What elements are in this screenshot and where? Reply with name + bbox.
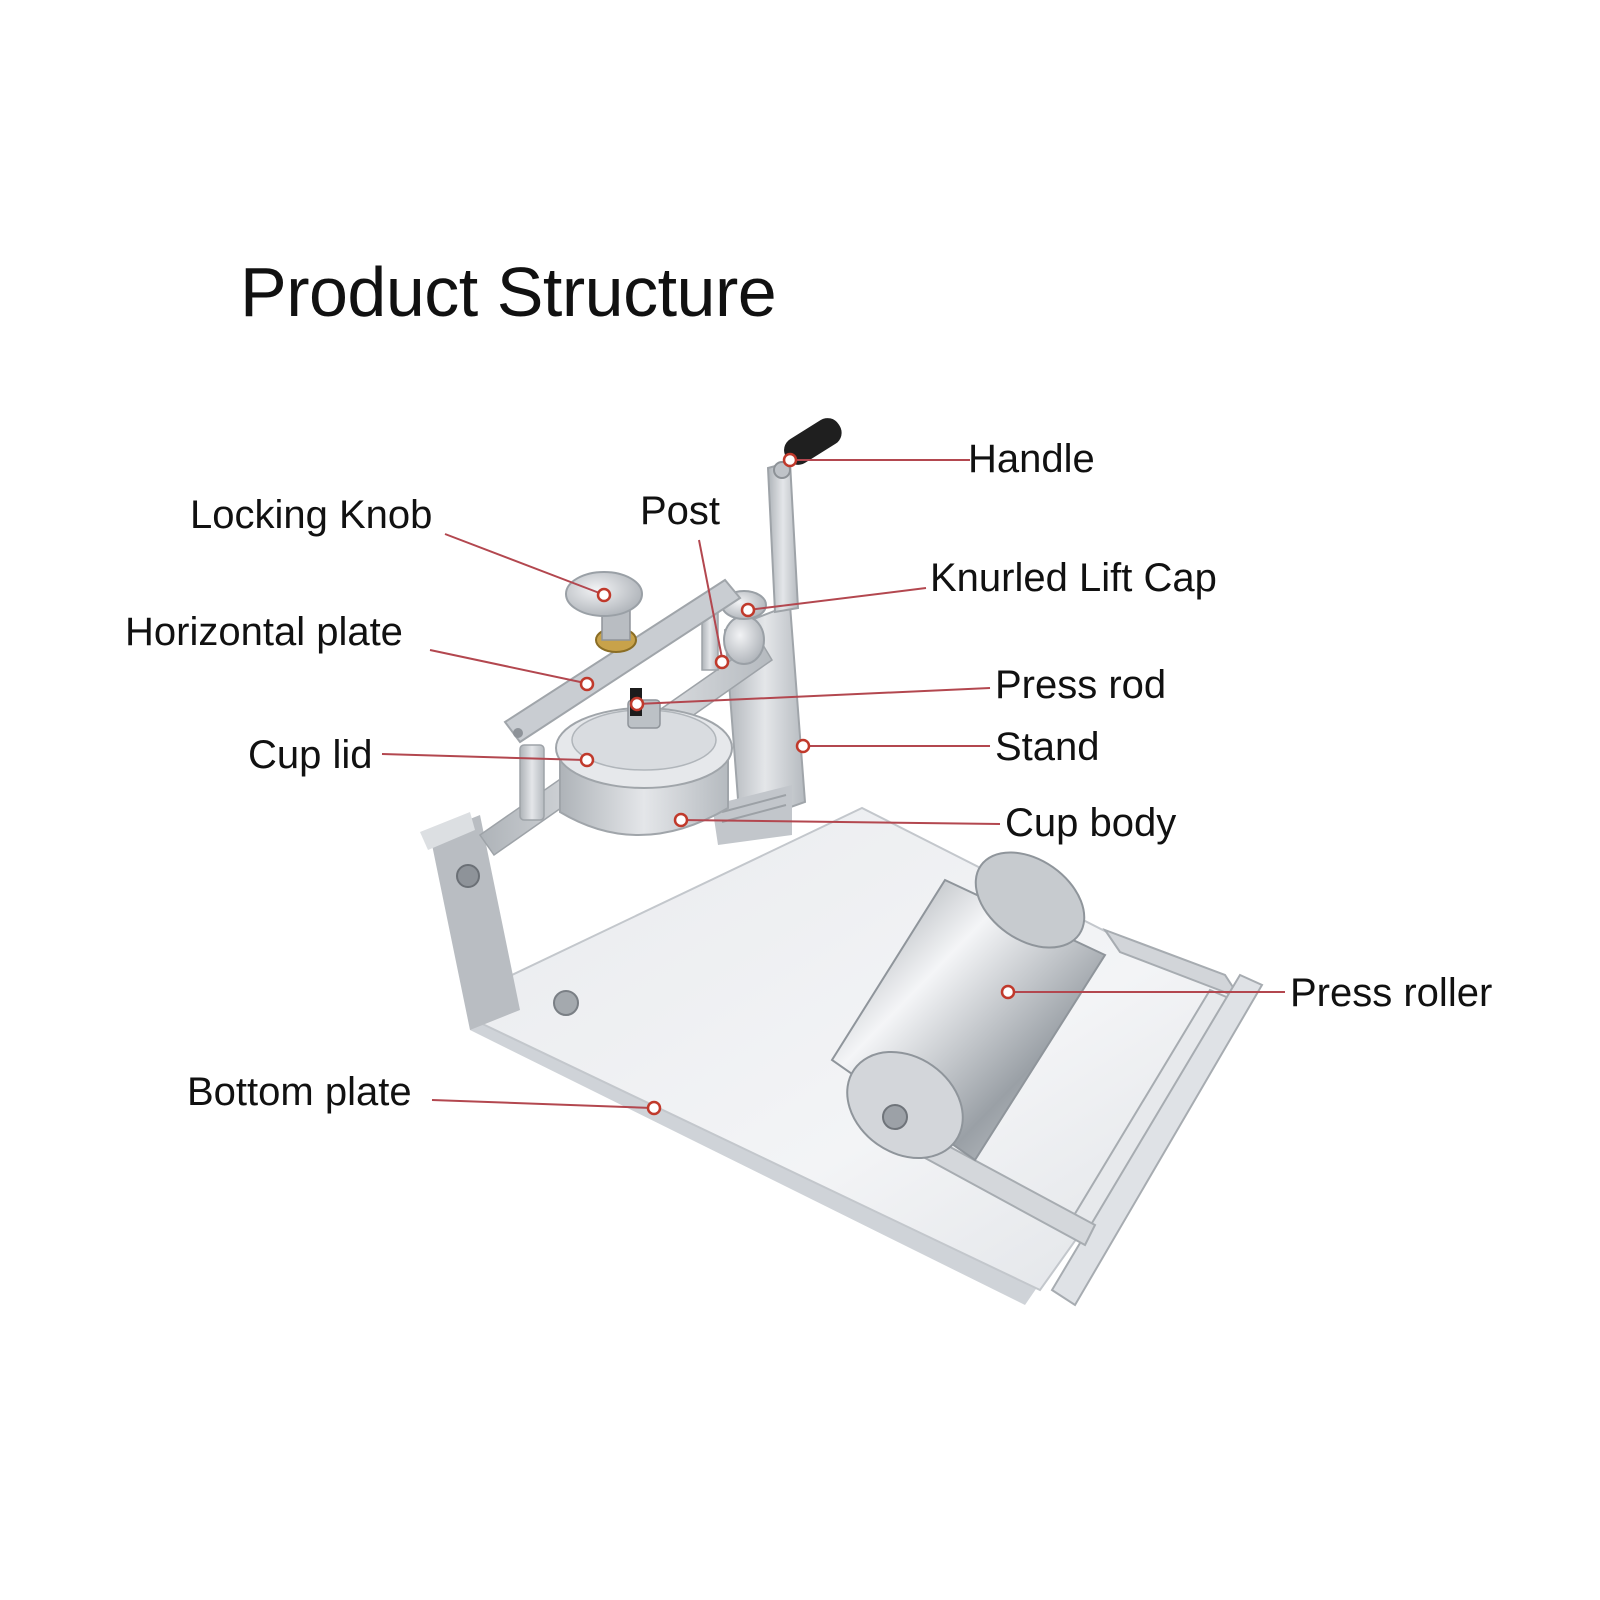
label-horizontal-plate: Horizontal plate (125, 610, 403, 654)
label-post: Post (640, 489, 720, 533)
machine-illustration (420, 418, 1264, 1307)
callout-handle: Handle (782, 437, 1095, 481)
callout-bottom-plate: Bottom plate (187, 1070, 662, 1116)
callout-horizontal-plate: Horizontal plate (125, 610, 595, 692)
label-handle: Handle (968, 437, 1095, 481)
label-press-roller: Press roller (1290, 971, 1492, 1015)
label-knurled-lift-cap: Knurled Lift Cap (930, 556, 1217, 600)
callout-post: Post (640, 489, 730, 670)
label-cup-lid: Cup lid (248, 733, 373, 777)
horizontal-plate-shape (503, 578, 742, 744)
label-cup-body: Cup body (1005, 801, 1176, 845)
callout-cup-lid: Cup lid (248, 733, 595, 777)
page-title: Product Structure (240, 253, 777, 331)
callout-locking-knob: Locking Knob (190, 493, 612, 603)
label-bottom-plate: Bottom plate (187, 1070, 412, 1114)
callout-press-rod: Press rod (629, 663, 1166, 712)
label-locking-knob: Locking Knob (190, 493, 432, 537)
callout-knurled-lift-cap: Knurled Lift Cap (740, 556, 1217, 618)
callout-press-roller: Press roller (1000, 971, 1492, 1015)
callout-stand: Stand (795, 725, 1100, 769)
left-stand-shape (420, 812, 579, 1030)
press-roller-shape (830, 851, 1107, 1162)
handle-shape (766, 418, 842, 614)
label-press-rod: Press rod (995, 663, 1166, 707)
callout-cup-body: Cup body (673, 801, 1176, 845)
cup-shape (519, 699, 733, 836)
label-stand: Stand (995, 725, 1100, 769)
